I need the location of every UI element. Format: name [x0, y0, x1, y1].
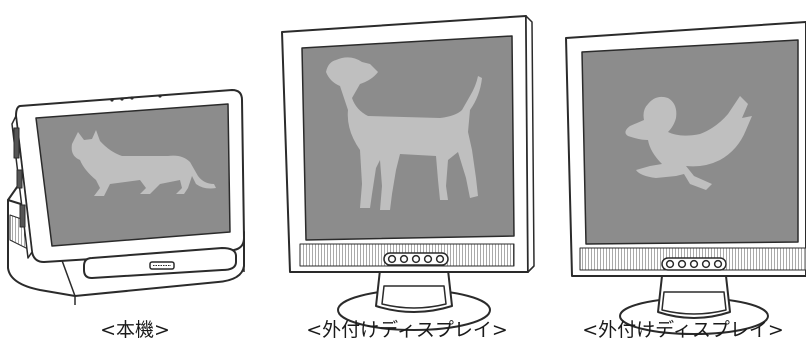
external-monitor-2 [565, 21, 806, 335]
dog-silhouette [326, 57, 482, 210]
duck-silhouette [625, 96, 752, 190]
external-monitor-1 [281, 15, 535, 331]
monitor2-buttons [661, 257, 727, 271]
caption-external-display-2: <外付けディスプレイ> [582, 319, 784, 341]
tablet-device [7, 89, 245, 305]
caption-main-unit: <本機> [100, 319, 170, 341]
caption-external-display-1: <外付けディスプレイ> [306, 319, 508, 341]
cat-silhouette [71, 130, 217, 196]
monitor1-buttons [383, 252, 449, 266]
